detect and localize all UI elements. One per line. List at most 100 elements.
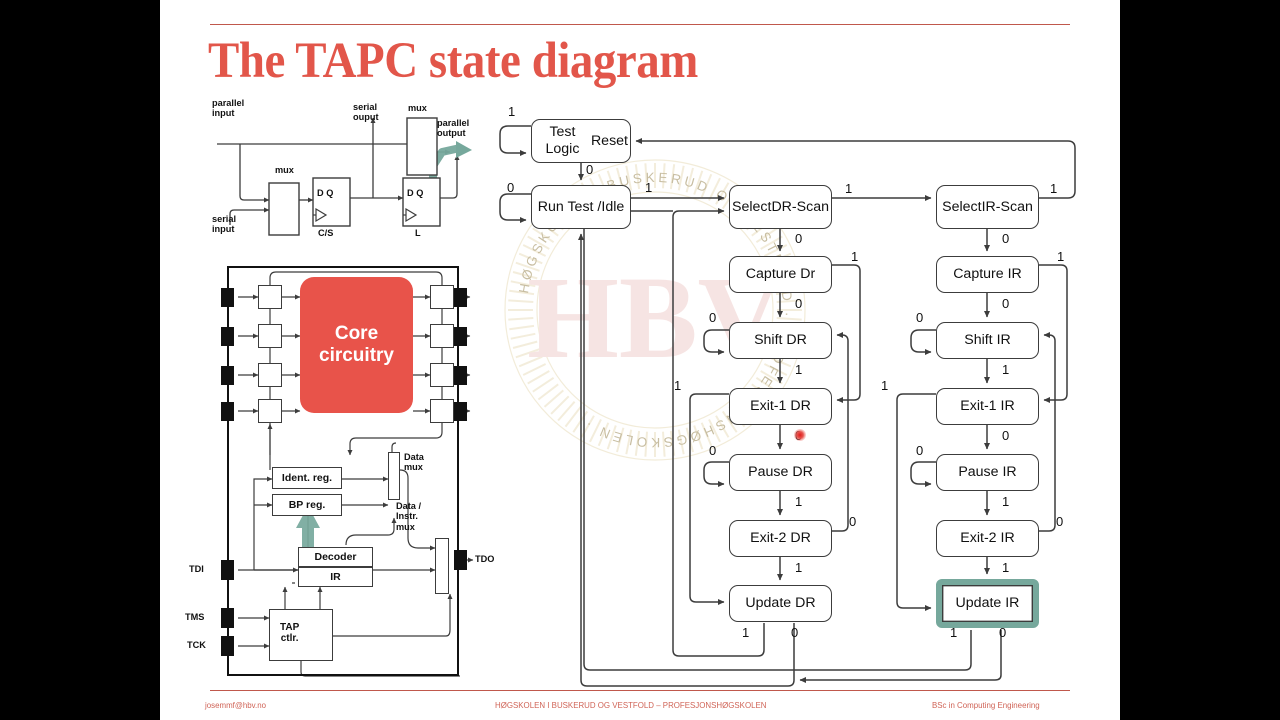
ident-reg-block: Ident. reg. — [272, 467, 342, 489]
slide: HØGSKOLEN I BUSKERUD OG VESTFOLD · PROFE… — [160, 0, 1120, 720]
letterbox-left — [0, 0, 160, 720]
edge-label-l_pdr_1: 1 — [795, 494, 803, 509]
pad-in-1 — [221, 288, 234, 307]
edge-label-l_ex1ir_0: 0 — [1002, 428, 1010, 443]
data-instr-mux-block — [435, 538, 449, 594]
edge-label-l_updir_0: 0 — [999, 625, 1007, 640]
edge-label-l_shir_self: 0 — [916, 310, 924, 325]
edge-label-l_tlr_rti: 0 — [586, 162, 594, 177]
bs-cell-out-3 — [430, 363, 454, 387]
label-ff1-cs: C/S — [318, 228, 334, 238]
edge-label-l_tlr_self: 1 — [508, 104, 516, 119]
state-cap_ir[interactable]: Capture IR — [936, 256, 1039, 293]
label-data-instr-mux: Data /Instr.mux — [396, 501, 422, 532]
edge-label-l_capir_0: 0 — [1002, 296, 1010, 311]
letterbox-right — [1120, 0, 1280, 720]
edge-label-l_ex1ir_1: 1 — [881, 378, 889, 393]
edge-label-l_ex2ir_1: 1 — [1002, 560, 1010, 575]
label-mux-left: mux — [275, 165, 294, 175]
pad-out-3 — [454, 366, 467, 385]
edge-label-l_shir_1: 1 — [1002, 362, 1010, 377]
label-ff2-dq: D Q — [407, 188, 424, 198]
pad-tms — [221, 608, 234, 628]
state-pause_ir[interactable]: Pause IR — [936, 454, 1039, 491]
edge-label-l_capir_1: 1 — [1057, 249, 1065, 264]
bs-cell-in-3 — [258, 363, 282, 387]
edge-label-l_upddr_0: 0 — [791, 625, 799, 640]
edge-label-l_updir_1: 1 — [950, 625, 958, 640]
bs-cell-in-2 — [258, 324, 282, 348]
pad-out-2 — [454, 327, 467, 346]
label-ff1-dq: D Q — [317, 188, 334, 198]
edge-label-l_selir_0: 0 — [1002, 231, 1010, 246]
label-tdi: TDI — [189, 564, 204, 574]
edge-label-l_seldr_1: 1 — [845, 181, 853, 196]
edge-label-l_ex2dr_1: 1 — [795, 560, 803, 575]
bs-cell-out-2 — [430, 324, 454, 348]
bs-cell-in-1 — [258, 285, 282, 309]
state-upd_dr[interactable]: Update DR — [729, 585, 832, 622]
label-tms: TMS — [185, 612, 205, 622]
state-upd_ir[interactable]: Update IR — [936, 579, 1039, 628]
edge-label-l_pir_self: 0 — [916, 443, 924, 458]
pad-in-4 — [221, 402, 234, 421]
decoder-highlight-arrow — [296, 506, 320, 560]
data-mux-block — [388, 452, 400, 500]
state-pause_dr[interactable]: Pause DR — [729, 454, 832, 491]
edge-label-l_capdr_0: 0 — [795, 296, 803, 311]
pad-tck — [221, 636, 234, 656]
pad-tdo — [454, 550, 467, 570]
footer-email[interactable]: josemmf@hbv.no — [205, 700, 267, 710]
state-rti[interactable]: Run Test /Idle — [531, 185, 631, 229]
state-shift_ir[interactable]: Shift IR — [936, 322, 1039, 359]
edge-label-l_pir_1: 1 — [1002, 494, 1010, 509]
decoder-block: Decoder — [298, 547, 373, 567]
state-shift_dr[interactable]: Shift DR — [729, 322, 832, 359]
edge-label-l_shdr_self: 0 — [709, 310, 717, 325]
edge-label-l_upddr_1: 1 — [742, 625, 750, 640]
edge-label-l_pdr_self: 0 — [709, 443, 717, 458]
pad-in-3 — [221, 366, 234, 385]
state-ex2_ir[interactable]: Exit-2 IR — [936, 520, 1039, 557]
edge-label-l_ex2dr_0: 0 — [849, 514, 857, 529]
bs-cell-out-1 — [430, 285, 454, 309]
state-ex2_dr[interactable]: Exit-2 DR — [729, 520, 832, 557]
tap-ctlr-block — [269, 609, 333, 661]
label-mux-right: mux — [408, 103, 427, 113]
pad-in-2 — [221, 327, 234, 346]
page-title: The TAPC state diagram — [208, 33, 698, 89]
title-divider — [210, 24, 1070, 25]
edge-label-l_rti_seldr: 1 — [645, 180, 653, 195]
label-tdo: TDO — [475, 554, 495, 564]
bp-reg-block: BP reg. — [272, 494, 342, 516]
footer-program: BSc in Computing Engineering — [932, 700, 1040, 710]
chip-boundary — [227, 266, 459, 676]
label-tck: TCK — [187, 640, 206, 650]
edge-label-l_selir_1: 1 — [1050, 181, 1058, 196]
edge-label-l_ex2ir_0: 0 — [1056, 514, 1064, 529]
footer-divider — [210, 690, 1070, 691]
edge-label-l_seldr_0: 0 — [795, 231, 803, 246]
pad-out-4 — [454, 402, 467, 421]
label-ff2-l: L — [415, 228, 421, 238]
edge-label-l_shdr_1: 1 — [795, 362, 803, 377]
edge-label-l_ex1dr_1: 1 — [674, 378, 682, 393]
state-ex1_dr[interactable]: Exit-1 DR — [729, 388, 832, 425]
state-cap_dr[interactable]: Capture Dr — [729, 256, 832, 293]
edge-label-l_capdr_1: 1 — [851, 249, 859, 264]
edge-label-l_rti_self: 0 — [507, 180, 515, 195]
footer-institution: HØGSKOLEN I BUSKERUD OG VESTFOLD – PROFE… — [495, 700, 767, 710]
pad-tdi — [221, 560, 234, 580]
state-ex1_ir[interactable]: Exit-1 IR — [936, 388, 1039, 425]
pad-out-1 — [454, 288, 467, 307]
bs-cell-in-4 — [258, 399, 282, 423]
